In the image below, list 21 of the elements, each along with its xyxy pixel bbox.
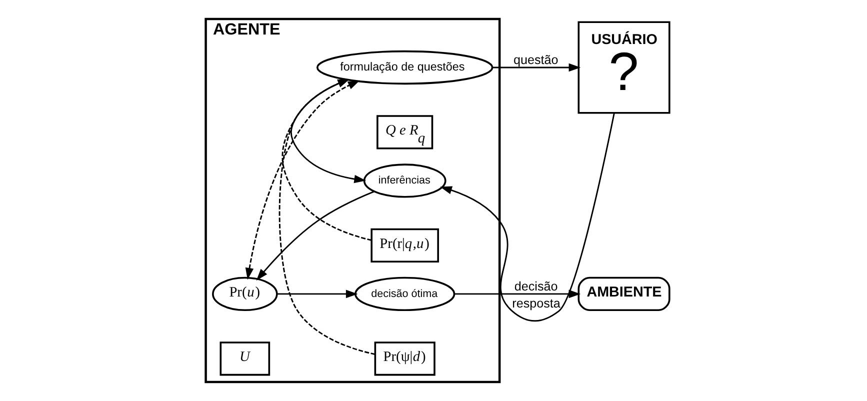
arrow: [256, 190, 374, 281]
arrow: [440, 112, 614, 322]
node-box: AMBIENTE: [577, 276, 670, 312]
arrow: [454, 290, 580, 298]
node-box: Pr(ψ|d): [374, 342, 435, 376]
node-ellipse: decisão ótima: [354, 276, 455, 312]
node-box: Pr(r|q,u): [370, 228, 438, 262]
arrow: [281, 78, 372, 241]
node-box: USUÁRIO ?: [577, 21, 670, 114]
node-ellipse: Pr(u): [212, 276, 278, 312]
edge-label: questão: [513, 53, 558, 68]
arrow: [492, 63, 580, 72]
node-box: U: [219, 342, 270, 376]
node-ellipse: inferências: [362, 164, 446, 198]
arrow: [244, 80, 360, 280]
edge-label: resposta: [512, 296, 560, 311]
node-ellipse: formulação de questões: [316, 50, 493, 85]
edge-label: decisão: [514, 280, 558, 294]
arrow: [290, 79, 366, 184]
arrow: [276, 290, 358, 298]
arrow: [278, 78, 375, 355]
